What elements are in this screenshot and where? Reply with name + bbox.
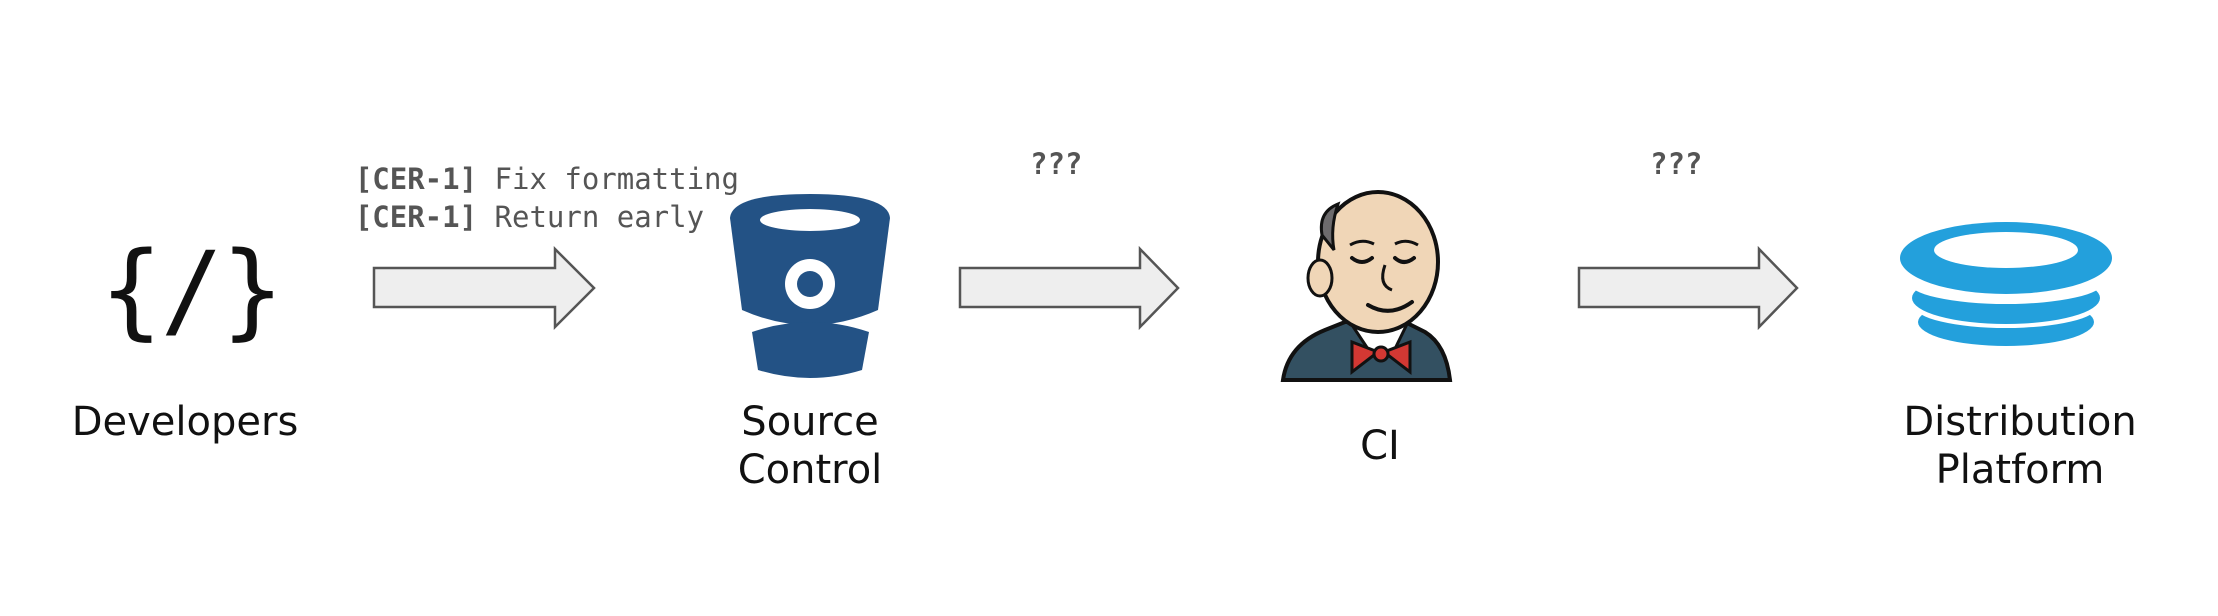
commit-tag: [CER-1] (354, 200, 478, 234)
ci-label: CI (1360, 423, 1400, 469)
commit-message: [CER-1] Fix formatting (285, 122, 739, 236)
commit-tag: [CER-1] (354, 162, 478, 196)
source-control-label-line1: Source (741, 399, 879, 445)
unknown-step-label: ??? (1030, 147, 1083, 181)
source-control-label: Source Control (700, 398, 920, 494)
distribution-platform-label: Distribution Platform (1880, 398, 2160, 494)
commit-text: Fix formatting (477, 162, 739, 196)
unknown-step-label: ??? (1650, 147, 1703, 181)
source-control-label-line2: Control (737, 447, 883, 493)
distribution-label-line2: Platform (1935, 447, 2105, 493)
code-braces-icon: {/} (100, 229, 284, 351)
developers-label: Developers (71, 399, 299, 445)
distribution-label-line1: Distribution (1903, 399, 2137, 445)
commit-message: [CER-1] Return early (285, 160, 704, 274)
commit-text: Return early (477, 200, 705, 234)
